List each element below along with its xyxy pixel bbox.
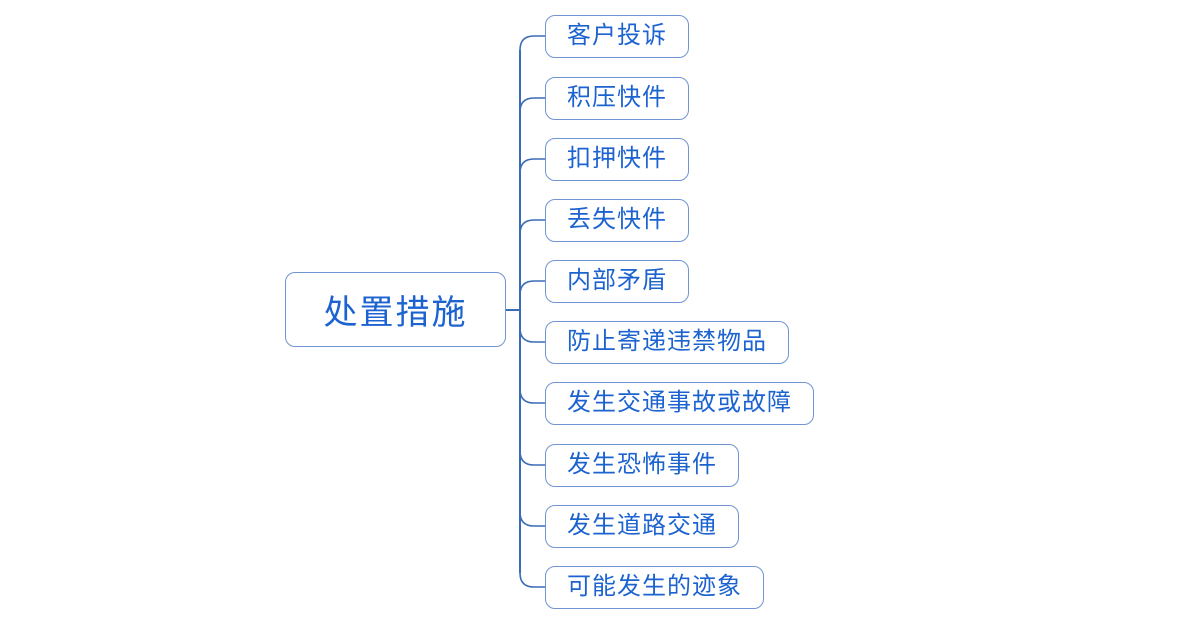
child-node-lost-parcels: 丢失快件 [545,199,689,242]
child-node-label: 发生道路交通 [567,513,717,539]
child-node-label: 积压快件 [567,85,667,111]
child-node-label: 防止寄递违禁物品 [567,329,767,355]
child-node-terrorist-incident: 发生恐怖事件 [545,444,739,487]
child-node-label: 发生恐怖事件 [567,452,717,478]
child-node-detained-parcels: 扣押快件 [545,138,689,181]
branch-lines [519,35,545,588]
trunk-line [506,50,521,573]
child-node-customer-complaints: 客户投诉 [545,15,689,58]
child-node-possible-warning-signs: 可能发生的迹象 [545,566,764,609]
child-node-label: 丢失快件 [567,207,667,233]
child-node-road-traffic: 发生道路交通 [545,505,739,548]
child-node-label: 内部矛盾 [567,268,667,294]
child-node-label: 客户投诉 [567,23,667,49]
child-node-label: 可能发生的迹象 [567,574,742,600]
root-node-disposal-measures: 处置措施 [285,272,506,347]
child-node-label: 发生交通事故或故障 [567,390,792,416]
child-node-backlogged-parcels: 积压快件 [545,77,689,120]
root-node-label: 处置措施 [323,295,468,332]
child-node-internal-conflict: 内部矛盾 [545,260,689,303]
child-node-prohibited-items: 防止寄递违禁物品 [545,321,789,364]
child-node-traffic-accident-or-breakdown: 发生交通事故或故障 [545,382,814,425]
child-node-label: 扣押快件 [567,146,667,172]
